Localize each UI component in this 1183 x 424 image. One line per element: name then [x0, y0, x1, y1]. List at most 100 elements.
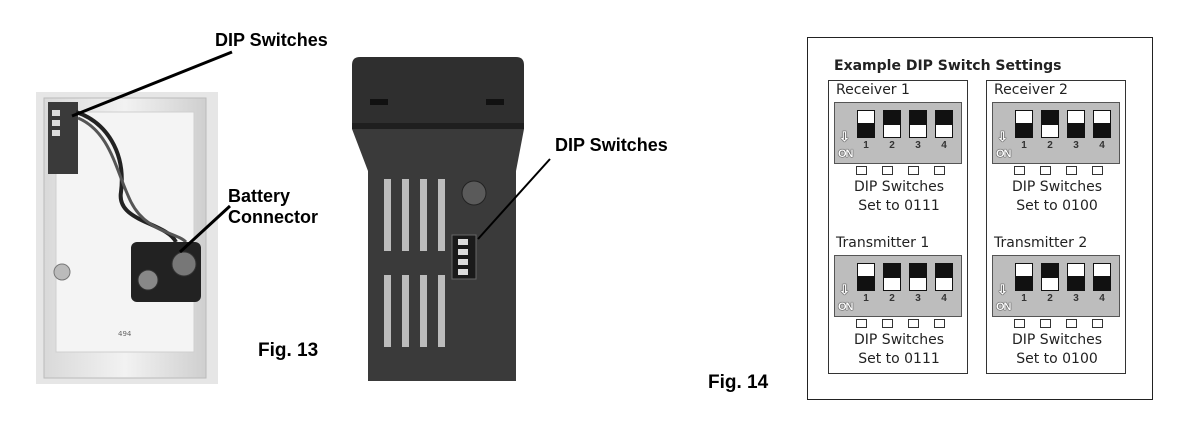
transmitter-illustration: [352, 57, 524, 381]
pin: [1066, 166, 1077, 175]
on-label: ON: [996, 148, 1011, 160]
switch-toggle: [884, 111, 900, 125]
on-arrow-icon: ⇩: [997, 129, 1008, 144]
on-arrow-icon: ⇩: [997, 282, 1008, 297]
transmitter-1-switch-3: [909, 263, 927, 291]
switch-toggle: [1094, 276, 1110, 290]
switch-toggle: [884, 264, 900, 278]
switch-toggle: [910, 264, 926, 278]
dip-switches-pointer-left: [71, 50, 233, 118]
receiver-1-switch-3: [909, 110, 927, 138]
switch-toggle: [858, 123, 874, 137]
transmitter-photo: [346, 55, 530, 385]
receiver-2-switch-2: [1041, 110, 1059, 138]
pin: [1014, 166, 1025, 175]
switch-toggle: [1094, 123, 1110, 137]
switch-toggle: [910, 111, 926, 125]
battery-compartment-photo: 494: [36, 92, 218, 384]
pin: [908, 166, 919, 175]
switch-number: 1: [863, 293, 869, 304]
dip-switches-callout-middle: DIP Switches: [555, 135, 668, 155]
transmitter-1-caption-line1: DIP Switches: [854, 332, 944, 348]
pin: [856, 319, 867, 328]
receiver-1-switch-1: [857, 110, 875, 138]
battery-compartment-illustration: 494: [36, 92, 218, 384]
transmitter-1-label: Transmitter 1: [836, 235, 930, 251]
switch-number: 4: [941, 140, 947, 151]
panel-title: Example DIP Switch Settings: [834, 58, 1062, 74]
pin: [1014, 319, 1025, 328]
switch-number: 4: [1099, 293, 1105, 304]
dip-settings-panel: Example DIP Switch Settings Receiver 1 ⇩ O…: [807, 37, 1153, 400]
transmitter-2-switch-3: [1067, 263, 1085, 291]
pin: [908, 319, 919, 328]
pin: [882, 166, 893, 175]
switch-toggle: [1016, 276, 1032, 290]
on-label: ON: [838, 301, 853, 313]
fig-14-label: Fig. 14: [708, 372, 769, 393]
dip-switches-callout-left: DIP Switches: [215, 30, 328, 50]
transmitter-1-switch-4: [935, 263, 953, 291]
transmitter-1-switch-1: [857, 263, 875, 291]
switch-toggle: [936, 264, 952, 278]
pin: [1092, 166, 1103, 175]
switch-toggle: [1016, 123, 1032, 137]
receiver-2-switch-1: [1015, 110, 1033, 138]
switch-number: 2: [889, 293, 895, 304]
svg-text:494: 494: [118, 330, 132, 338]
receiver-2-caption-line2: Set to 0100: [1016, 198, 1098, 214]
transmitter-1-caption-line2: Set to 0111: [858, 351, 940, 367]
switch-toggle: [936, 111, 952, 125]
switch-number: 2: [1047, 293, 1053, 304]
transmitter-1-switch-2: [883, 263, 901, 291]
receiver-1-caption-line1: DIP Switches: [854, 179, 944, 195]
receiver-2-switch-4: [1093, 110, 1111, 138]
switch-toggle: [1068, 123, 1084, 137]
switch-toggle: [1042, 264, 1058, 278]
switch-number: 1: [863, 140, 869, 151]
pin: [1092, 319, 1103, 328]
pin: [856, 166, 867, 175]
fig-13-label: Fig. 13: [258, 340, 319, 361]
receiver-1-switch-2: [883, 110, 901, 138]
dip-switches-pointer-middle: [477, 158, 551, 240]
on-arrow-icon: ⇩: [839, 129, 850, 144]
pin: [934, 319, 945, 328]
switch-toggle: [858, 276, 874, 290]
switch-number: 3: [1073, 140, 1079, 151]
receiver-2-dip-switch-block: ⇩ ON 1 2 3 4: [992, 102, 1120, 164]
receiver-2-switch-3: [1067, 110, 1085, 138]
receiver-1-switch-4: [935, 110, 953, 138]
pin: [1040, 166, 1051, 175]
battery-connector-label-line1: Battery: [228, 186, 291, 206]
switch-number: 4: [1099, 140, 1105, 151]
pin: [934, 166, 945, 175]
on-label: ON: [996, 301, 1011, 313]
switch-number: 3: [915, 140, 921, 151]
switch-number: 1: [1021, 140, 1027, 151]
on-label: ON: [838, 148, 853, 160]
battery-connector-callout: Battery Connector: [228, 186, 318, 228]
switch-toggle: [1042, 111, 1058, 125]
transmitter-2-dip-switch-block: ⇩ ON 1 2 3 4: [992, 255, 1120, 317]
transmitter-2-switch-1: [1015, 263, 1033, 291]
pin: [1066, 319, 1077, 328]
switch-number: 3: [915, 293, 921, 304]
battery-connector-pointer: [178, 204, 232, 254]
switch-number: 3: [1073, 293, 1079, 304]
switch-number: 1: [1021, 293, 1027, 304]
transmitter-2-switch-4: [1093, 263, 1111, 291]
receiver-1-label: Receiver 1: [836, 82, 910, 98]
pin: [882, 319, 893, 328]
receiver-1-caption-line2: Set to 0111: [858, 198, 940, 214]
switch-number: 4: [941, 293, 947, 304]
transmitter-2-caption-line1: DIP Switches: [1012, 332, 1102, 348]
switch-number: 2: [1047, 140, 1053, 151]
battery-connector-label-line2: Connector: [228, 207, 318, 227]
